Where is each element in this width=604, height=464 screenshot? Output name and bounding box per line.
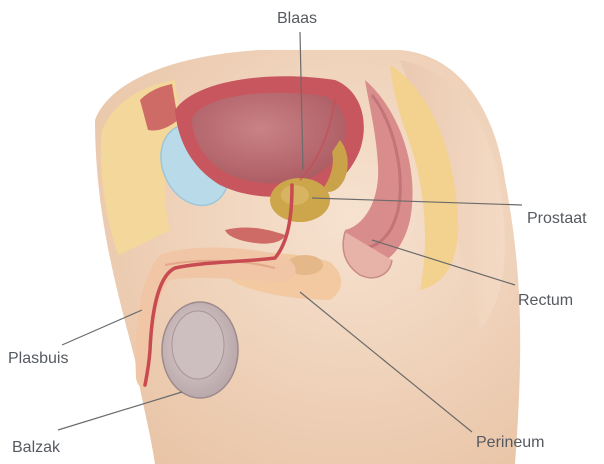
label-perineum: Perineum: [476, 434, 544, 452]
label-plasbuis: Plasbuis: [8, 350, 68, 368]
label-prostaat: Prostaat: [527, 210, 587, 228]
label-rectum: Rectum: [518, 292, 573, 310]
label-balzak: Balzak: [12, 439, 60, 457]
label-blaas: Blaas: [277, 10, 317, 28]
testis: [172, 311, 224, 379]
